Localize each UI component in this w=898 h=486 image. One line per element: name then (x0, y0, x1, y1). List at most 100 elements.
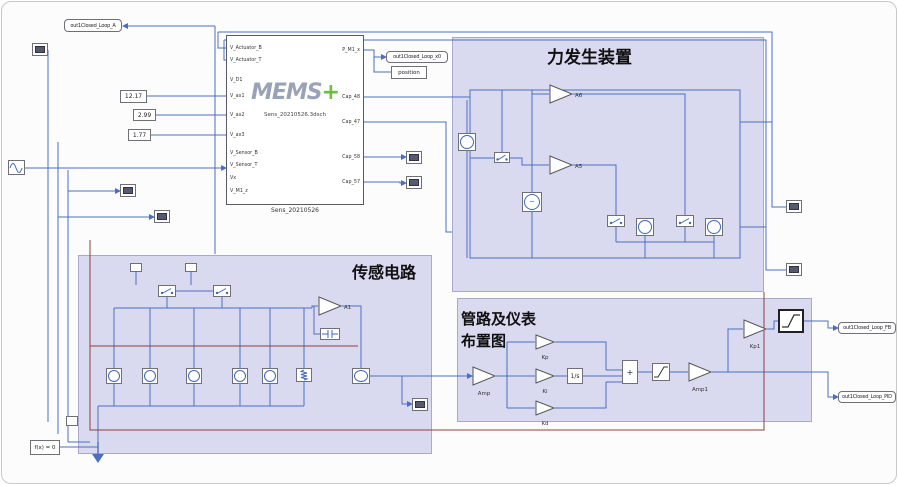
source-sensor-block-1[interactable] (458, 133, 476, 151)
source-block-v-a[interactable]: V_a (352, 368, 370, 384)
capacitor-block-c-ref[interactable]: C_ref (320, 328, 340, 340)
scope-v-b-a[interactable]: V_B_A (786, 200, 802, 213)
scope-block-1[interactable] (32, 43, 48, 56)
switch-block-a4[interactable]: A4 (494, 152, 510, 163)
switch-block-c-ba[interactable]: C_BA (607, 215, 625, 227)
source-sensor-block-8[interactable] (262, 368, 278, 384)
region-label-pid-line1: 管路及仪表 (461, 310, 537, 328)
sine-wave-icon (9, 163, 23, 173)
gain-amp1[interactable]: Amp1 (688, 362, 713, 393)
source-sensor-block-4[interactable] (106, 368, 122, 384)
scope-block-3[interactable] (154, 210, 170, 223)
mems-port-v-sensor-b: V_Sensor_B (230, 151, 258, 156)
scope-block-5[interactable] (406, 176, 422, 189)
source-sensor-block-2[interactable] (636, 218, 654, 236)
region-label-pid-line2: 布置图 (461, 332, 507, 350)
gain-ki[interactable]: Ki (535, 368, 556, 395)
outport-loop-x0[interactable]: out1Closed_Loop_x0 (386, 51, 448, 63)
mems-port-vx: Vx (230, 176, 237, 181)
resistor-icon (299, 369, 309, 381)
saturation-block-2[interactable] (778, 309, 804, 333)
scope-screen (409, 154, 419, 161)
block-caption: Amp1 (691, 387, 709, 393)
region-sensing-circuit[interactable] (78, 255, 432, 454)
switch-block-c-bottom[interactable]: C_bottom (158, 285, 176, 297)
block-caption: Kd (541, 421, 549, 427)
capacitor-icon (322, 330, 338, 338)
mems-port-v-ax3: V_ax3 (230, 133, 245, 138)
saturation-icon (654, 366, 668, 378)
scope-screen (35, 46, 45, 53)
mems-port-cap-57: Cap_57 (342, 180, 360, 185)
integrator-block[interactable]: 1/s (567, 368, 583, 384)
block-caption: A1 (344, 305, 352, 311)
outport-loop-fb[interactable]: out1Closed_Loop_FB (838, 322, 896, 334)
opamp-a1[interactable]: A1 (318, 296, 351, 320)
circle-source-icon (234, 370, 246, 382)
switch-block-c-top[interactable]: C_top (213, 285, 231, 297)
gain-kd[interactable]: Kd (535, 400, 556, 427)
circle-source-icon (460, 135, 474, 149)
switch-icon (609, 218, 623, 225)
ac-source-icon: ~ (524, 194, 540, 210)
gain-kp1[interactable]: Kp1 (743, 319, 768, 350)
circle-source-icon (144, 370, 156, 382)
source-sensor-block-5[interactable] (142, 368, 158, 384)
block-caption: Kp (541, 355, 549, 361)
switch-icon (160, 288, 174, 295)
driver-block-2[interactable] (185, 263, 197, 272)
constant-block-1[interactable]: 12.17 (120, 90, 147, 103)
mems-subtitle: Sens_20210526.3dsch (263, 112, 327, 118)
circle-source-icon (108, 370, 120, 382)
scope-v-b[interactable]: V_b (412, 398, 428, 411)
outport-loop-pid[interactable]: out1Closed_Loop_PID (838, 391, 896, 403)
sine-source-block[interactable] (8, 160, 25, 175)
region-label-force: 力发生装置 (547, 48, 632, 68)
resistor-block[interactable] (296, 368, 312, 382)
gain-amp[interactable]: Amp (472, 366, 497, 397)
saturation-block-1[interactable] (652, 363, 670, 381)
position-block[interactable]: position (391, 66, 427, 79)
switch-block-c-ta[interactable]: C_TA (676, 215, 694, 227)
source-sensor-block-3[interactable] (705, 218, 723, 236)
circle-source-icon (707, 220, 721, 234)
block-caption: Ki (542, 389, 548, 395)
opamp-a6[interactable]: A6 (549, 84, 582, 108)
driver-block-1[interactable] (130, 263, 142, 272)
outport-loop-a[interactable]: out1Closed_Loop_A (64, 19, 122, 32)
opamp-a5[interactable]: A5 (549, 155, 582, 179)
mems-port-cap-58: Cap_58 (342, 155, 360, 160)
block-caption: A6 (575, 93, 583, 99)
sum-block[interactable]: + (622, 360, 638, 384)
mems-port-v-actuator-t: V_Actuator_T (230, 58, 262, 63)
constant-block-2[interactable]: 2.99 (133, 109, 156, 121)
region-force-generator[interactable] (452, 37, 764, 292)
mems-subsystem-block[interactable]: V_Actuator_B V_Actuator_T V_D1 V_ax1 V_a… (226, 35, 364, 205)
constant-block-3[interactable]: 1.77 (128, 129, 151, 141)
switch-icon (678, 218, 692, 225)
gain-kp[interactable]: Kp (535, 334, 556, 361)
mems-port-v-sensor-t: V_Sensor_T (230, 163, 258, 168)
mems-port-v-m1-z: V_M1_z (230, 189, 248, 194)
scope-screen (157, 213, 167, 220)
mems-port-p-m1-x: P_M1_x (342, 48, 360, 53)
scope-screen (789, 203, 799, 210)
ac-voltage-source-block[interactable]: ~ (522, 192, 542, 212)
mems-port-cap-47: Cap_47 (342, 120, 360, 125)
solver-configuration-block[interactable]: f(x) = 0 (30, 440, 60, 455)
scope-screen (123, 187, 133, 194)
block-caption: Amp (477, 391, 491, 397)
switch-icon (496, 154, 508, 161)
circle-source-icon (638, 220, 652, 234)
circle-source-icon (188, 370, 200, 382)
block-caption: Kp1 (749, 344, 761, 350)
circle-source-icon (264, 370, 276, 382)
scope-v-b-x[interactable]: V_B_x (786, 263, 802, 276)
source-sensor-block-6[interactable] (186, 368, 202, 384)
scope-block-2[interactable] (120, 184, 136, 197)
scope-block-4[interactable] (406, 151, 422, 164)
small-port-block[interactable] (66, 416, 78, 426)
source-sensor-block-7[interactable] (232, 368, 248, 384)
region-label-sense: 传感电路 (352, 263, 417, 282)
